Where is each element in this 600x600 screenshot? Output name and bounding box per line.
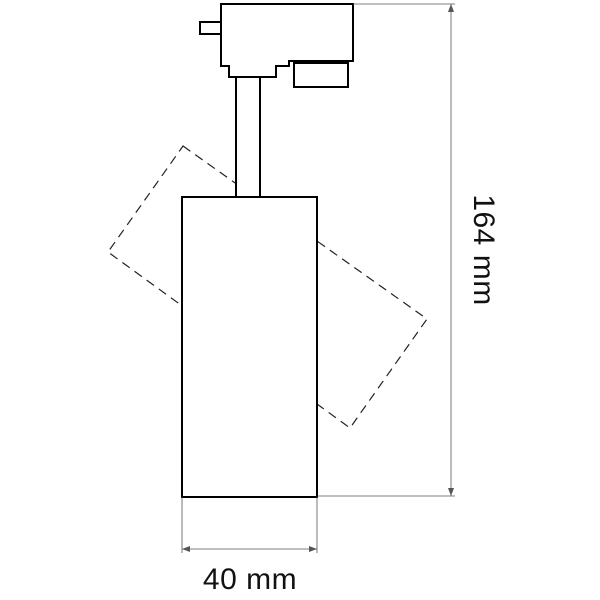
width-arrow-left <box>182 546 190 552</box>
height-dimension-label: 164 mm <box>467 194 500 306</box>
width-dimension-label: 40 mm <box>202 563 298 596</box>
lamp-body <box>181 196 318 498</box>
adapter-contact-block <box>293 62 349 88</box>
adapter-pin <box>199 21 223 35</box>
height-arrow-bottom <box>448 488 454 496</box>
width-arrow-right <box>309 546 317 552</box>
height-arrow-top <box>448 4 454 12</box>
tilted-lamp-outline <box>107 145 428 429</box>
stem <box>235 76 261 198</box>
track-adapter <box>220 3 354 78</box>
